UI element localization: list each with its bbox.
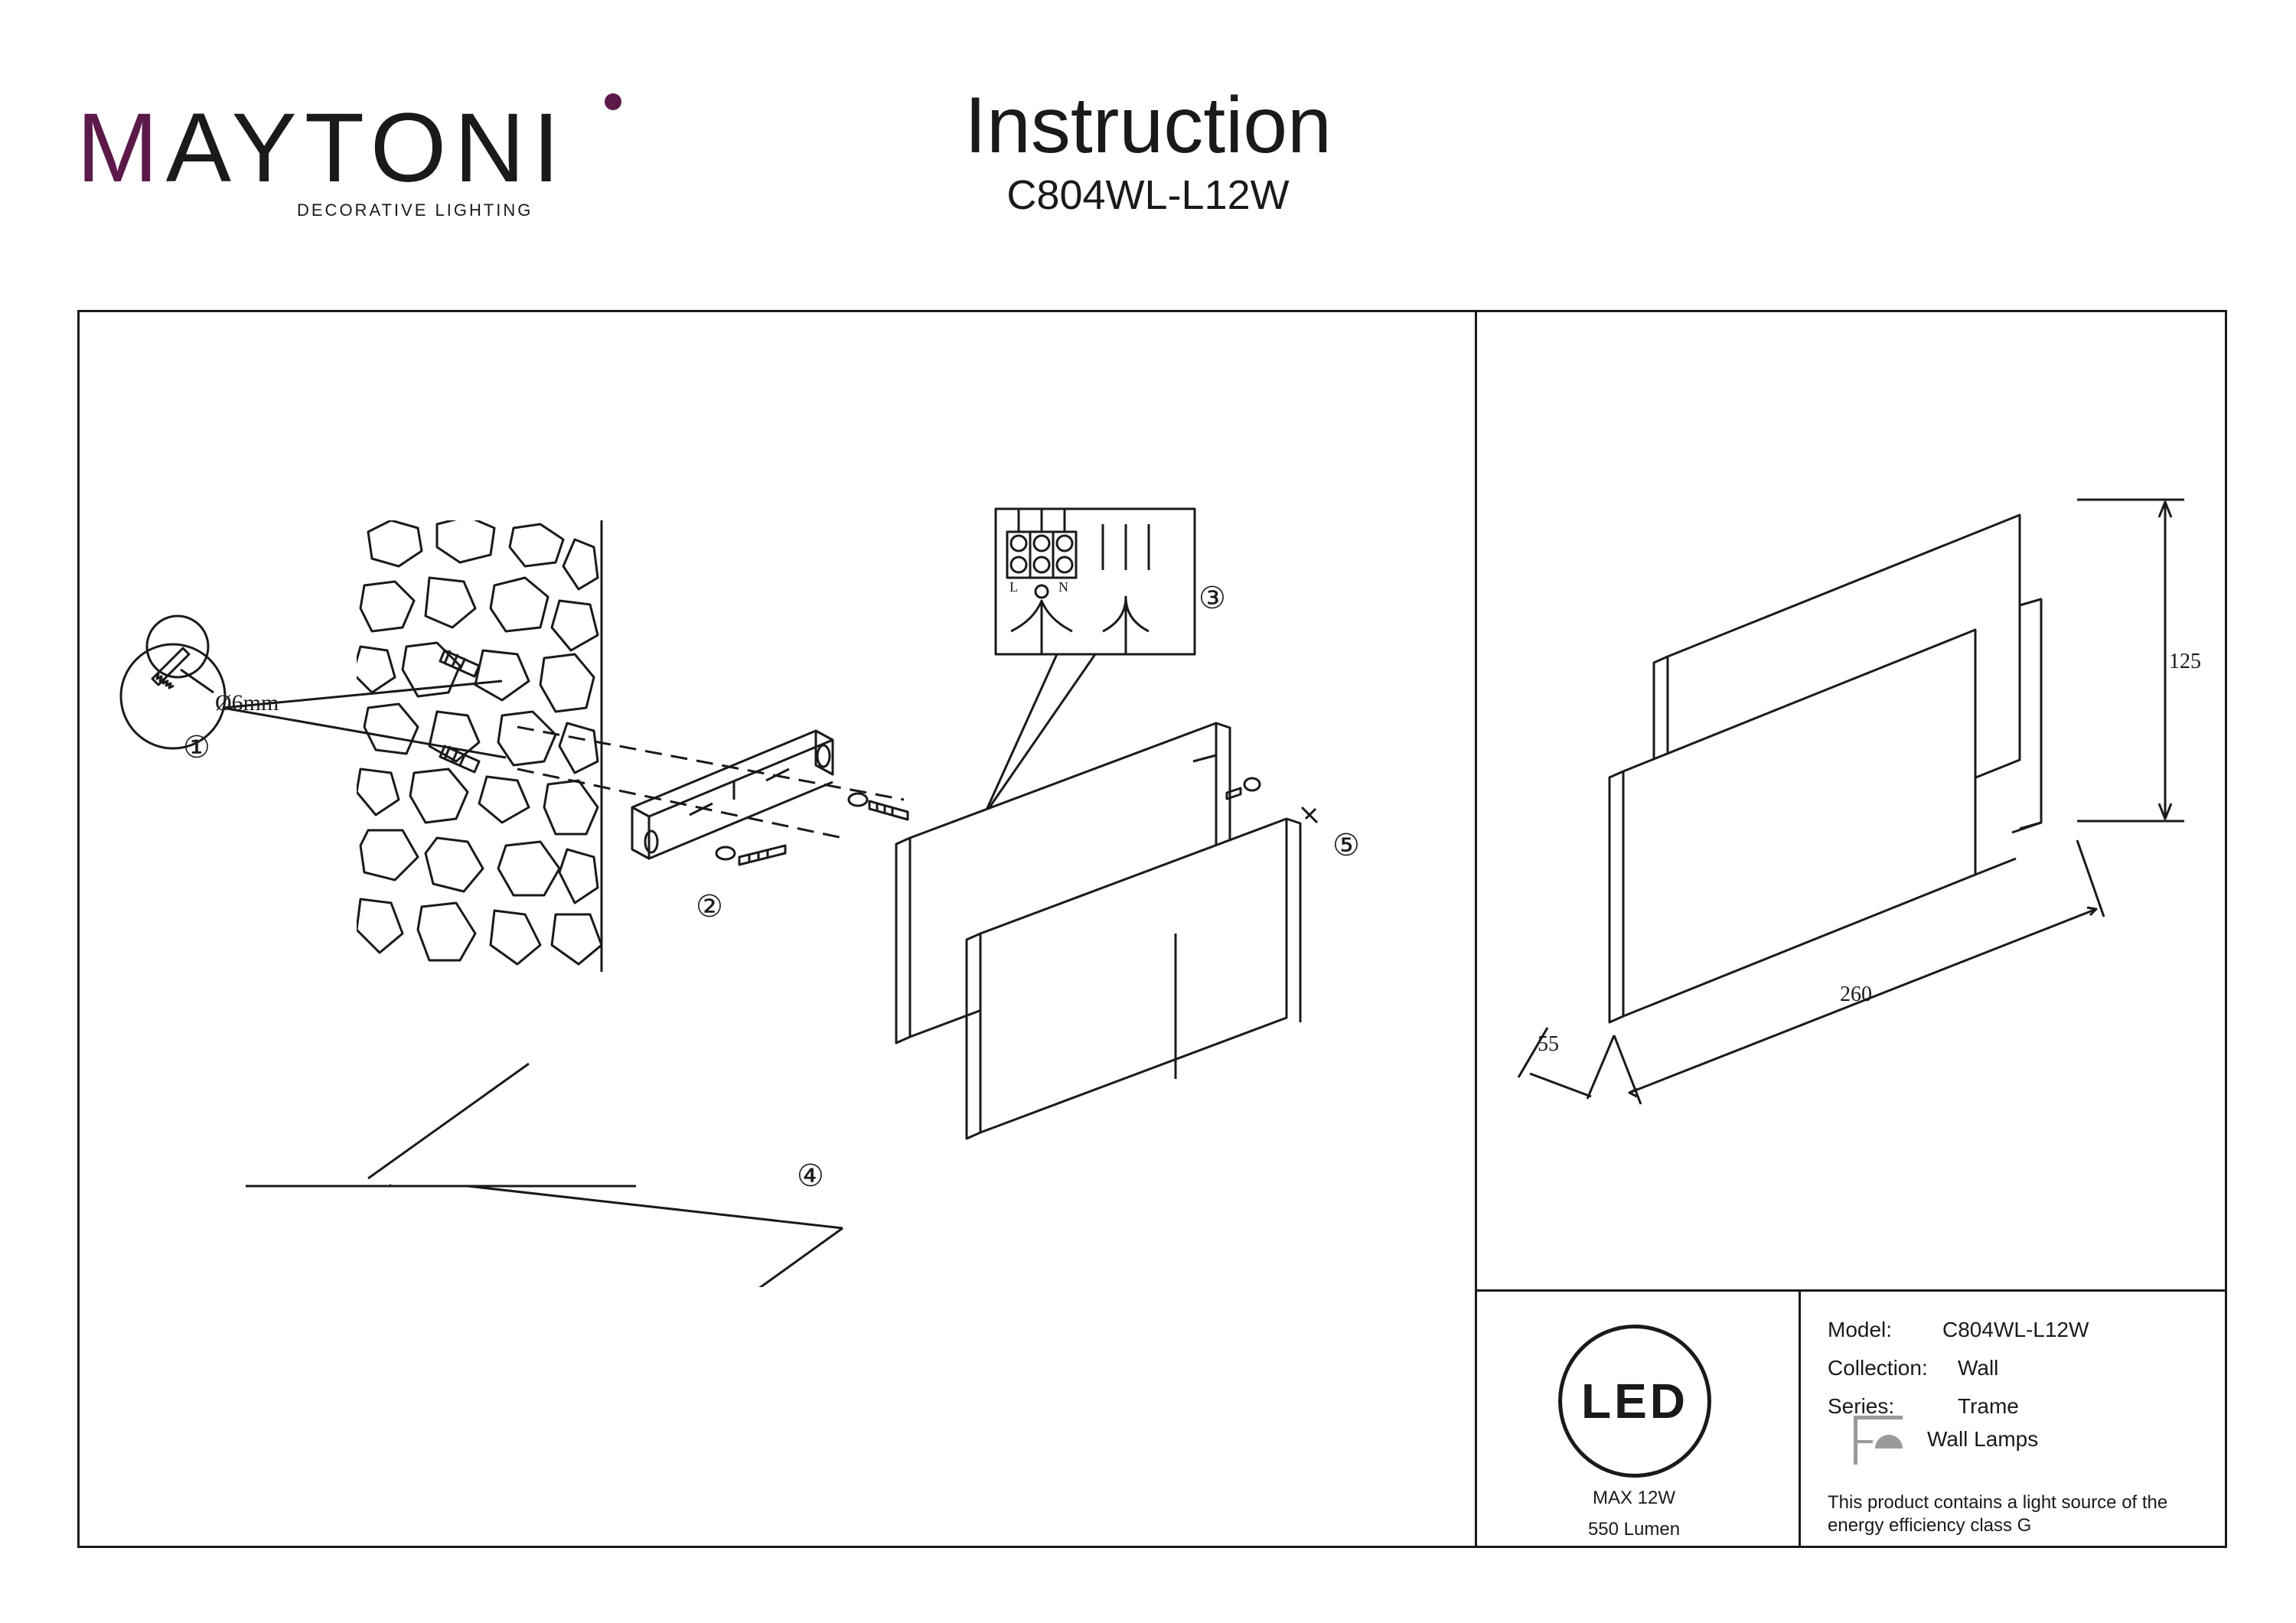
screw-a [847, 792, 909, 821]
led-badge: LED [1558, 1325, 1711, 1478]
wall-plug-top [439, 649, 481, 678]
document-model: C804WL-L12W [1006, 172, 1290, 218]
lamp-panels [895, 722, 1302, 1140]
category-label: Wall Lamps [1927, 1427, 2039, 1451]
dim-height: 125 [2169, 650, 2201, 673]
info-divider [1799, 1289, 1801, 1546]
tool-tray [391, 1185, 843, 1230]
wall-plug-bottom [439, 745, 481, 774]
brand-logo: MAYTONI DECORATIVE LIGHTING [77, 84, 621, 230]
brand-name: MAYTONI [77, 93, 568, 203]
screw-c [1225, 777, 1319, 824]
drill-size-label: Ø6mm [215, 690, 279, 715]
step-1-label: ① [183, 730, 210, 764]
energy-note-line2: energy efficiency class G [1828, 1515, 2032, 1536]
panel-divider-horizontal [1475, 1289, 2227, 1292]
step-2-label: ② [696, 889, 723, 924]
brand-tagline: DECORATIVE LIGHTING [297, 200, 533, 220]
series-value: Trame [1958, 1394, 2019, 1418]
screwdriver-tool [367, 1062, 843, 1287]
collection-value: Wall [1958, 1356, 1999, 1380]
panel-divider-vertical [1475, 312, 1477, 1546]
max-power: MAX 12W [1592, 1488, 1676, 1508]
series-label: Series: [1828, 1394, 1895, 1418]
document-title: Instruction [964, 81, 1332, 170]
drill-magnifier [119, 643, 227, 750]
dim-depth: 55 [1538, 1032, 1559, 1056]
terminal-label-l: L [1009, 579, 1018, 595]
screw-b [715, 844, 787, 866]
model-label: Model: [1828, 1318, 1893, 1341]
energy-note-line1: This product contains a light source of … [1828, 1492, 2168, 1513]
led-label: LED [1581, 1374, 1688, 1429]
step-3-label: ③ [1199, 581, 1226, 615]
terminal-label-n: N [1058, 579, 1068, 595]
lumen-output: 550 Lumen [1587, 1519, 1681, 1540]
model-value: C804WL-L12W [1942, 1318, 2089, 1341]
wall-lamp-icon [1854, 1416, 1903, 1465]
dimension-drawing: 125 260 55 [1517, 498, 2201, 1105]
stone-wall [357, 520, 602, 966]
dim-width: 260 [1840, 983, 1872, 1006]
collection-label: Collection: [1828, 1356, 1928, 1380]
step-4-label: ④ [797, 1159, 824, 1193]
assembly-diagram: ① ② ③ ④ ⑤ Ø6mm L N [119, 507, 1360, 1287]
mounting-bracket [631, 729, 834, 860]
step-5-label: ⑤ [1332, 828, 1360, 862]
instruction-frame [77, 310, 2227, 1548]
brand-dot [605, 93, 621, 110]
